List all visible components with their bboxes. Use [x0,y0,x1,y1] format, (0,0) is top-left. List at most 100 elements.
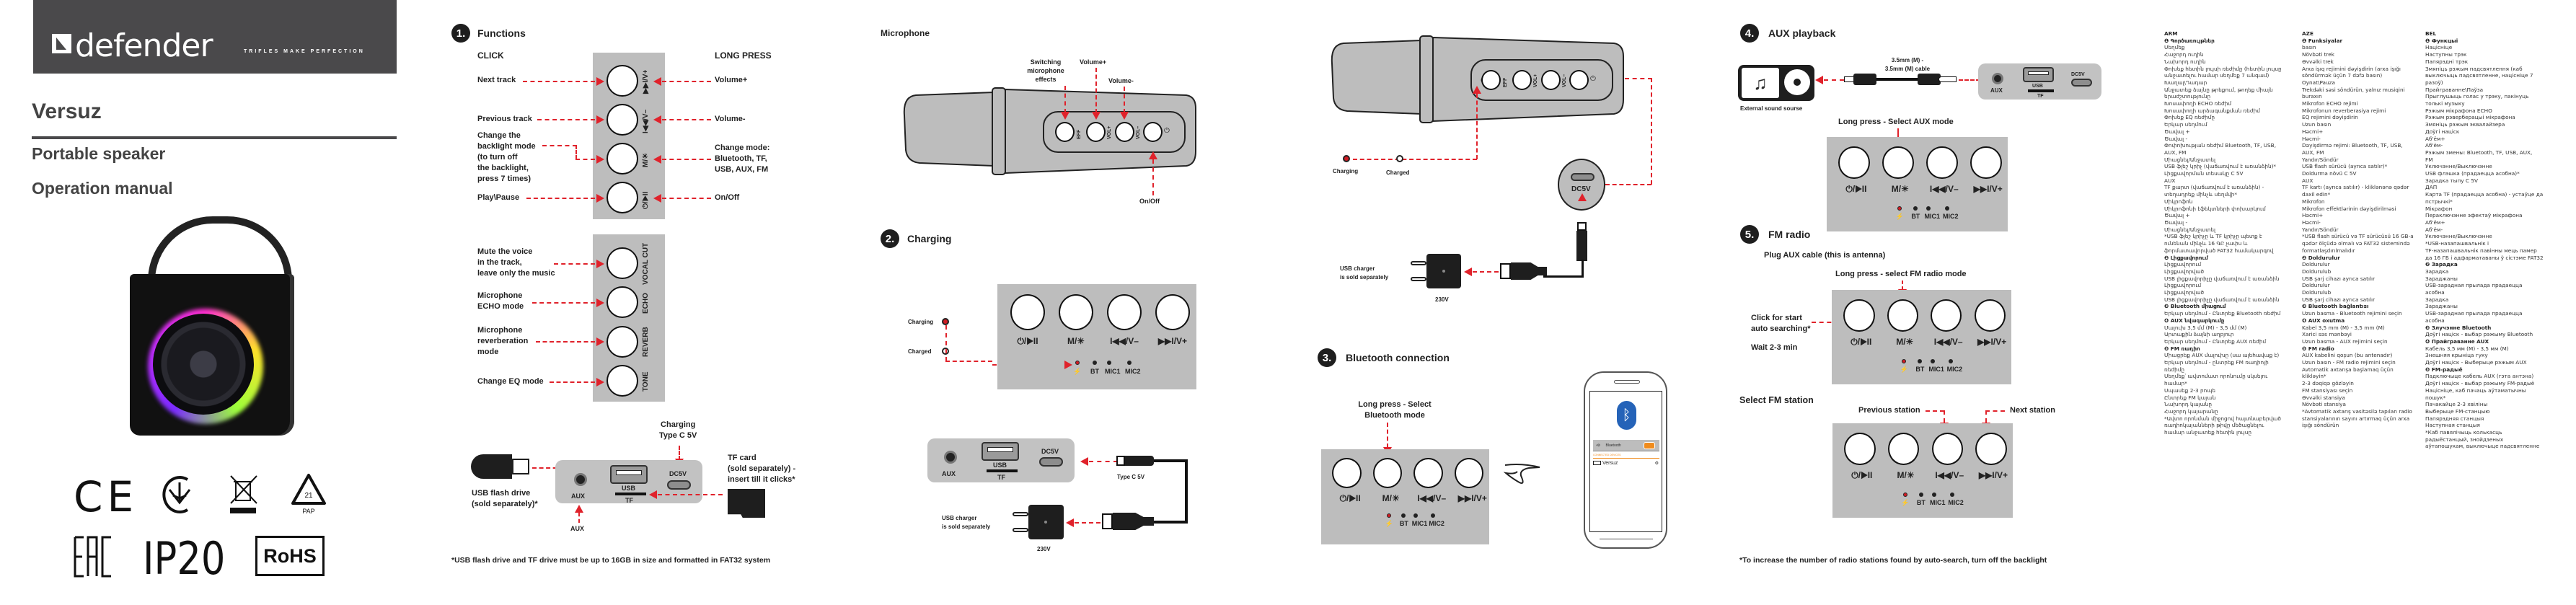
eff-label: EFF [1503,77,1508,87]
fm-power-play-pause-button[interactable] [1843,299,1875,332]
language-line: Միացրեք AUX մալուխը (սա ալեհավաք է) [2164,352,2280,359]
fm-previous-volume-down-glyph: I◀◀/V– [1933,336,1963,347]
rohs-mark-icon: RoHS [255,536,325,576]
language-code: AZE [2302,30,2313,37]
language-line: Ընտրեք FM կայան [2164,394,2216,401]
tf-slot-icon [987,469,1018,472]
tf-slot-icon[interactable] [615,493,646,495]
mic-volume-up-button[interactable] [1512,70,1532,90]
mode-backlight-button[interactable] [606,143,638,175]
vocal-cut-button[interactable] [606,247,638,279]
language-line: Երկար սեղմում - Ընտրեք Bluetooth ռեժիմ [2164,310,2281,317]
phone-speaker [1614,380,1640,384]
charge-led [1902,358,1907,363]
back-icon[interactable]: ‹⚙ [1596,443,1601,448]
vol-up-label: VOL+ [1533,74,1538,87]
led-label: BT [1911,213,1920,221]
aux-jack-icon[interactable] [574,473,587,486]
charge-mode-backlight-button[interactable] [1059,294,1093,330]
usb-flash-label: USB flash drive (sold separately)* [472,488,538,510]
mic-volume-down-button[interactable] [1115,122,1134,142]
language-section-heading: ❶ Функцыі [2425,37,2458,44]
language-line: Зарадка тыпу C 5V [2425,177,2478,184]
language-section-heading: ❸ Bluetooth bağlantısı [2302,303,2369,310]
language-line: Հաջորդ ուղին [2164,51,2204,58]
language-code: BEL [2425,30,2437,37]
led-label: MIC1 [1105,368,1121,375]
previous-volume-down-button[interactable] [606,104,638,136]
echo-button[interactable] [606,286,638,318]
aux-previous-volume-down-glyph: I◀◀/V– [1929,184,1959,195]
aux-previous-volume-down-button[interactable] [1926,146,1958,180]
aux-mode-backlight-button[interactable] [1882,146,1914,180]
dc5v-label: DC5V [1041,448,1059,455]
reverb-button[interactable] [606,326,638,358]
power-play-pause-button[interactable] [606,182,638,213]
language-line: Ծավալ - [2164,135,2188,142]
backlight-line: Change the [477,131,521,140]
section-title-fm: FM radio [1768,229,1811,240]
language-line: AUX, FM [2302,149,2324,156]
fm-next-volume-up-button[interactable] [1974,299,2006,332]
language-line: Həcmi+ [2302,128,2324,135]
charged-state-label: Charged [908,348,932,355]
aux-power-play-pause-glyph: ⏻/▶II [1845,184,1867,195]
language-line: Mikrofon ECHO rejimi [2302,100,2358,107]
arrow-line [1926,410,1944,412]
language-line: Kabel 3,5 mm (M) - 3,5 mm (M) [2302,324,2385,331]
aux-next-volume-up-button[interactable] [1970,146,2002,180]
ce-mark-icon: CE [74,472,138,521]
aux-jack-icon[interactable] [1992,73,2003,84]
connected-devices-header: CONNECTED DEVICES [1593,454,1659,459]
switch-effects-label: Switching microphone effects [1020,58,1071,84]
fm-station-next-volume-up-button[interactable] [1975,432,2007,465]
paired-device-item[interactable]: Versuz [1593,461,1618,466]
language-section-heading: ❺ FM ռադիո [2164,345,2200,352]
charge-next-volume-up-glyph: ▶▶I/V+ [1157,336,1188,346]
mic-effects-button[interactable] [1481,70,1501,90]
language-section-heading: ❷ Լիցքավորում [2164,254,2208,261]
mic-power-button[interactable] [1569,70,1589,90]
led-label: ⚡ [1073,368,1082,375]
language-section-heading: ❺ FM radio [2302,345,2334,352]
vol-down-label: VOL– [1136,125,1141,139]
fm-station-mode-backlight-button[interactable] [1887,432,1920,465]
usb-port-icon[interactable] [610,465,648,484]
mic-effects-button[interactable] [1055,122,1075,142]
language-line: անջատելու համար սեղմեք 7 անգամ) [2164,72,2270,79]
language-line: AUX kabelini qoşun (bu antenadır) [2302,352,2393,359]
power-icon: ⏻ [1590,75,1596,83]
fm-mode-backlight-button[interactable] [1887,299,1918,332]
language-line: երաժշտությունը [2164,93,2211,100]
language-line: USB լիցքավորիչը վաճառվում է առանձին [2164,275,2280,282]
language-line: Аб'ём+ [2425,135,2445,142]
usb-c-port-icon[interactable] [667,480,691,490]
device-settings-icon[interactable]: ⚙ [1654,462,1659,466]
language-line: Միացնել/Անջատել [2164,156,2215,163]
bt-power-play-pause-button[interactable] [1332,457,1362,489]
led-label: MIC2 [1429,519,1444,527]
charge-next-volume-up-button[interactable] [1155,294,1190,330]
language-line: Наступны трэк [2425,51,2467,58]
mic-power-button[interactable] [1143,122,1163,142]
fm-station-power-play-pause-button[interactable] [1844,432,1876,465]
charging-type-c-label: Charging Type C 5V [659,420,697,441]
mic-volume-down-button[interactable] [1541,70,1561,90]
fm-station-previous-volume-down-button[interactable] [1931,432,1964,465]
language-line: TF-назапашвальнік павінны мець памер [2425,247,2537,254]
bt-mode-backlight-button[interactable] [1372,457,1403,489]
bluetooth-toggle[interactable] [1644,442,1655,449]
bt-previous-volume-down-button[interactable] [1413,457,1443,489]
next-volume-up-button[interactable] [606,65,638,97]
mic-volume-up-button[interactable] [1086,122,1106,142]
tone-button[interactable] [606,365,638,397]
language-line: Змяніць рэжым эквалайзера [2425,121,2505,128]
charge-previous-volume-down-button[interactable] [1107,294,1142,330]
section-title-bluetooth: Bluetooth connection [1346,352,1450,363]
fm-previous-volume-down-button[interactable] [1931,299,1962,332]
charge-power-play-pause-button[interactable] [1010,294,1045,330]
bt-next-volume-up-button[interactable] [1454,457,1484,489]
arrow-head [1061,112,1069,120]
aux-power-play-pause-button[interactable] [1838,146,1870,180]
